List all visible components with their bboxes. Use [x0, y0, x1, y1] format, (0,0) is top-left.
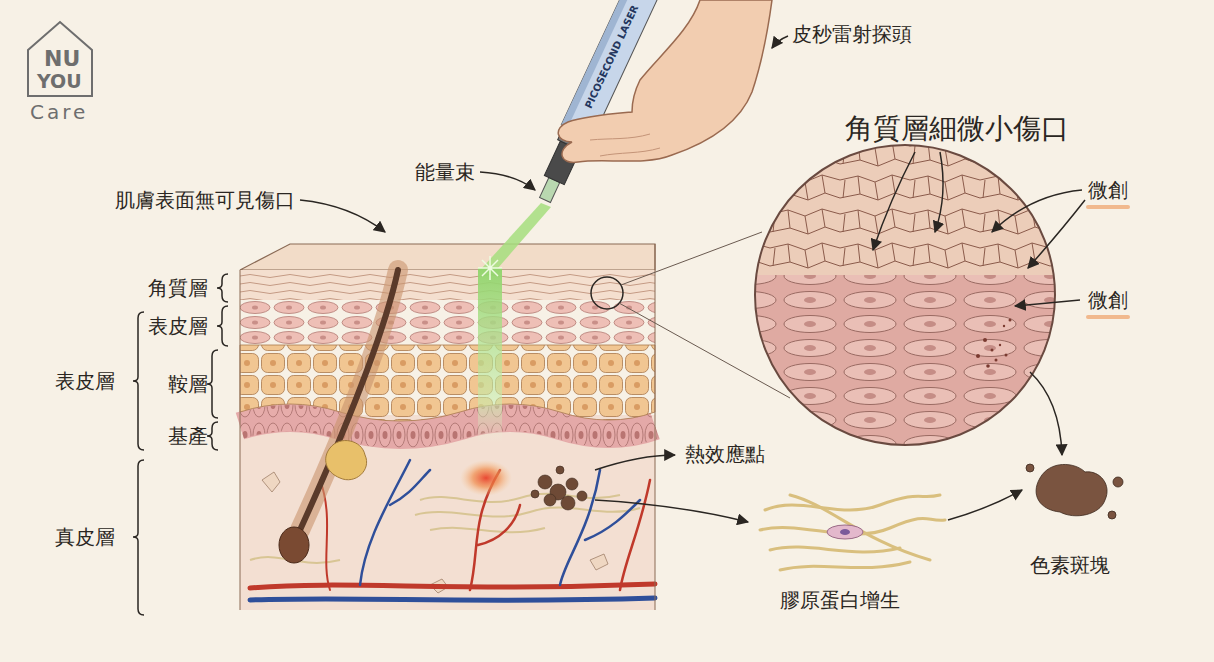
callout-label: 熱效應點 [685, 442, 765, 466]
layer-label: 角質層 [148, 276, 208, 300]
callout-heading: 角質層細微小傷口 [845, 112, 1069, 146]
logo-text: NU [44, 46, 80, 72]
layer-label: 鞍層 [168, 372, 208, 396]
layer-group-label: 真皮層 [55, 525, 115, 549]
logo-text: Care [30, 100, 88, 124]
layer-label: 表皮層 [148, 314, 208, 338]
layer-group-label: 表皮層 [55, 369, 115, 393]
callout-label: 皮秒雷射探頭 [792, 22, 912, 46]
logo-text: YOU [37, 70, 82, 93]
probe-print: PICOSECOND LASER [583, 3, 642, 110]
callout-label: 能量束 [415, 160, 475, 184]
callout-label: 微創 [1088, 178, 1128, 202]
callout-label: 肌膚表面無可見傷口 [115, 188, 295, 212]
callout-label: 色素斑塊 [1030, 553, 1110, 577]
callout-label: 微創 [1088, 288, 1128, 312]
callout-label: 膠原蛋白增生 [780, 588, 900, 612]
layer-label: 基產 [168, 424, 208, 448]
